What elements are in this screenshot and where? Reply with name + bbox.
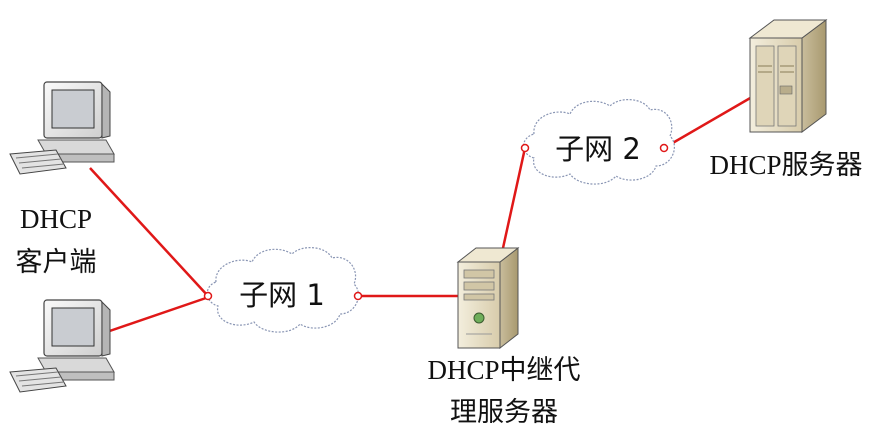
cloud-shape xyxy=(206,247,359,333)
client-label-line1: DHCP xyxy=(20,204,92,234)
relay-label-line1: DHCP中继代 xyxy=(427,355,580,385)
subnet-1-label: 子网 1 xyxy=(239,278,325,312)
connector-dot xyxy=(520,143,530,153)
rack-server-icon xyxy=(748,19,828,133)
connector-dot xyxy=(659,143,669,153)
network-links xyxy=(89,95,753,337)
link-subnet2-to-server xyxy=(663,95,753,150)
link-client-bottom-to-subnet1 xyxy=(97,296,207,337)
dhcp-server: DHCP服务器 xyxy=(709,19,863,180)
link-client-top-to-subnet1 xyxy=(89,167,209,297)
client-label-line2: 客户端 xyxy=(16,247,97,277)
desktop-computer-icon xyxy=(9,299,115,393)
client-computer-top xyxy=(9,81,115,175)
client-label: DHCP 客户端 xyxy=(16,204,97,277)
subnet-2-label: 子网 2 xyxy=(555,132,641,166)
tower-server-icon xyxy=(456,246,520,350)
subnet-2-cloud: 子网 2 xyxy=(522,99,675,185)
connector-dots xyxy=(203,143,669,301)
subnet-1-cloud: 子网 1 xyxy=(206,247,359,333)
relay-label-line2: 理服务器 xyxy=(450,397,558,427)
cloud-shape xyxy=(522,99,675,185)
dhcp-server-label: DHCP服务器 xyxy=(709,150,862,180)
client-computer-bottom xyxy=(9,299,115,393)
connector-dot xyxy=(353,291,363,301)
desktop-computer-icon xyxy=(9,81,115,175)
relay-server: DHCP中继代 理服务器 xyxy=(427,246,581,427)
link-relay-to-subnet2 xyxy=(501,147,527,249)
connector-dot xyxy=(203,291,213,301)
